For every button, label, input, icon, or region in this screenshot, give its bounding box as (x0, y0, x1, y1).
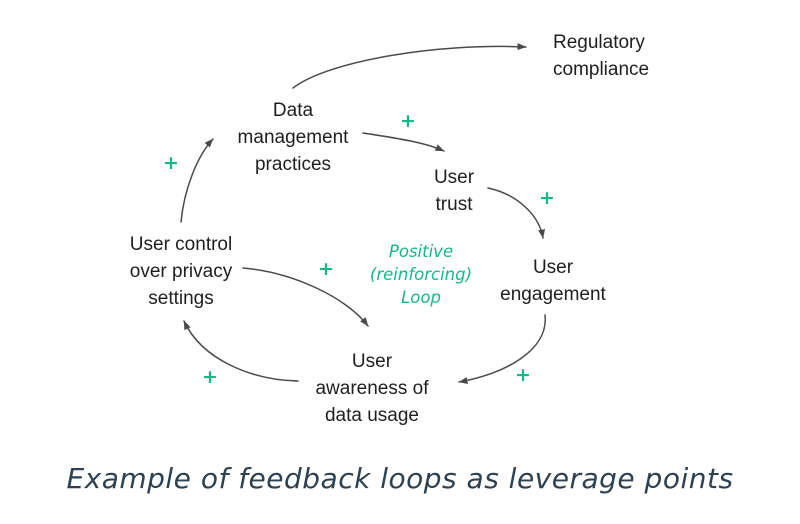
polarity-plus-sign: + (400, 110, 416, 132)
node-user-awareness-of-data-usage: User awareness of data usage (315, 351, 429, 426)
edge-user-engagement-to-user-awareness (458, 314, 546, 384)
edge-user-control-to-user-awareness (242, 267, 369, 327)
diagram-caption: Example of feedback loops as leverage po… (66, 462, 734, 495)
polarity-plus-sign: + (318, 258, 334, 280)
polarity-plus-sign: + (515, 364, 531, 386)
polarity-plus-sign: + (202, 366, 218, 388)
loop-type-label: Positive (reinforcing) Loop (369, 242, 473, 307)
node-user-control-over-privacy-settings: User control over privacy settings (129, 234, 233, 309)
node-regulatory-compliance: Regulatory compliance (553, 32, 650, 80)
polarity-plus-sign: + (539, 187, 555, 209)
edge-user-control-to-data-management (180, 138, 214, 223)
edge-data-management-to-regulatory-compliance (292, 43, 527, 89)
node-user-engagement: User engagement (500, 257, 606, 305)
edge-user-trust-to-user-engagement (487, 187, 546, 239)
node-user-trust: User trust (433, 167, 475, 215)
polarity-plus-sign: + (163, 152, 179, 174)
node-data-management-practices: Data management practices (237, 100, 349, 175)
edge-data-management-to-user-trust (362, 132, 445, 152)
edge-user-awareness-to-user-control (183, 320, 299, 382)
